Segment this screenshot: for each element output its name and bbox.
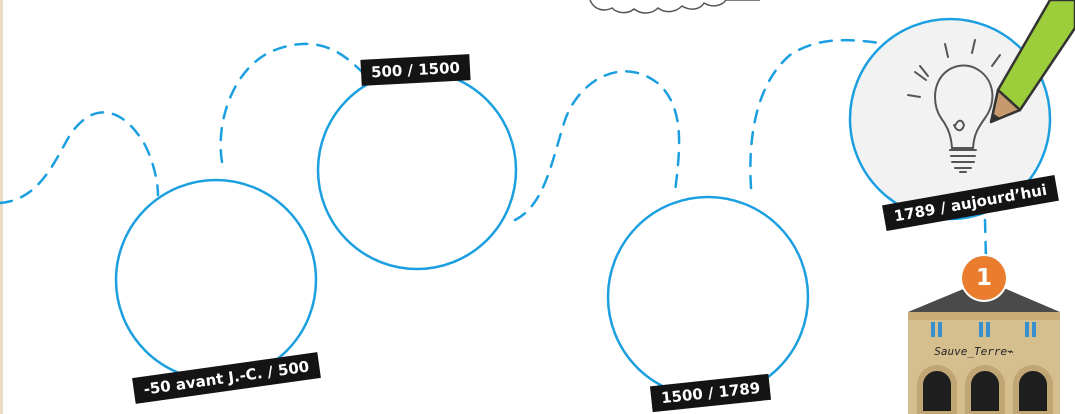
- museum-sign: Sauve_Terre⌁: [929, 345, 1019, 358]
- period-circle-3[interactable]: [608, 197, 808, 397]
- cloud-outline: [590, 0, 760, 13]
- period-circle-1[interactable]: [116, 180, 316, 380]
- museum-number-badge: 1: [962, 256, 1006, 300]
- museum-marker[interactable]: 1 Sauve_Terre⌁: [905, 256, 1055, 414]
- dashed-timeline-path: [0, 40, 986, 260]
- period-circle-2[interactable]: [318, 71, 516, 269]
